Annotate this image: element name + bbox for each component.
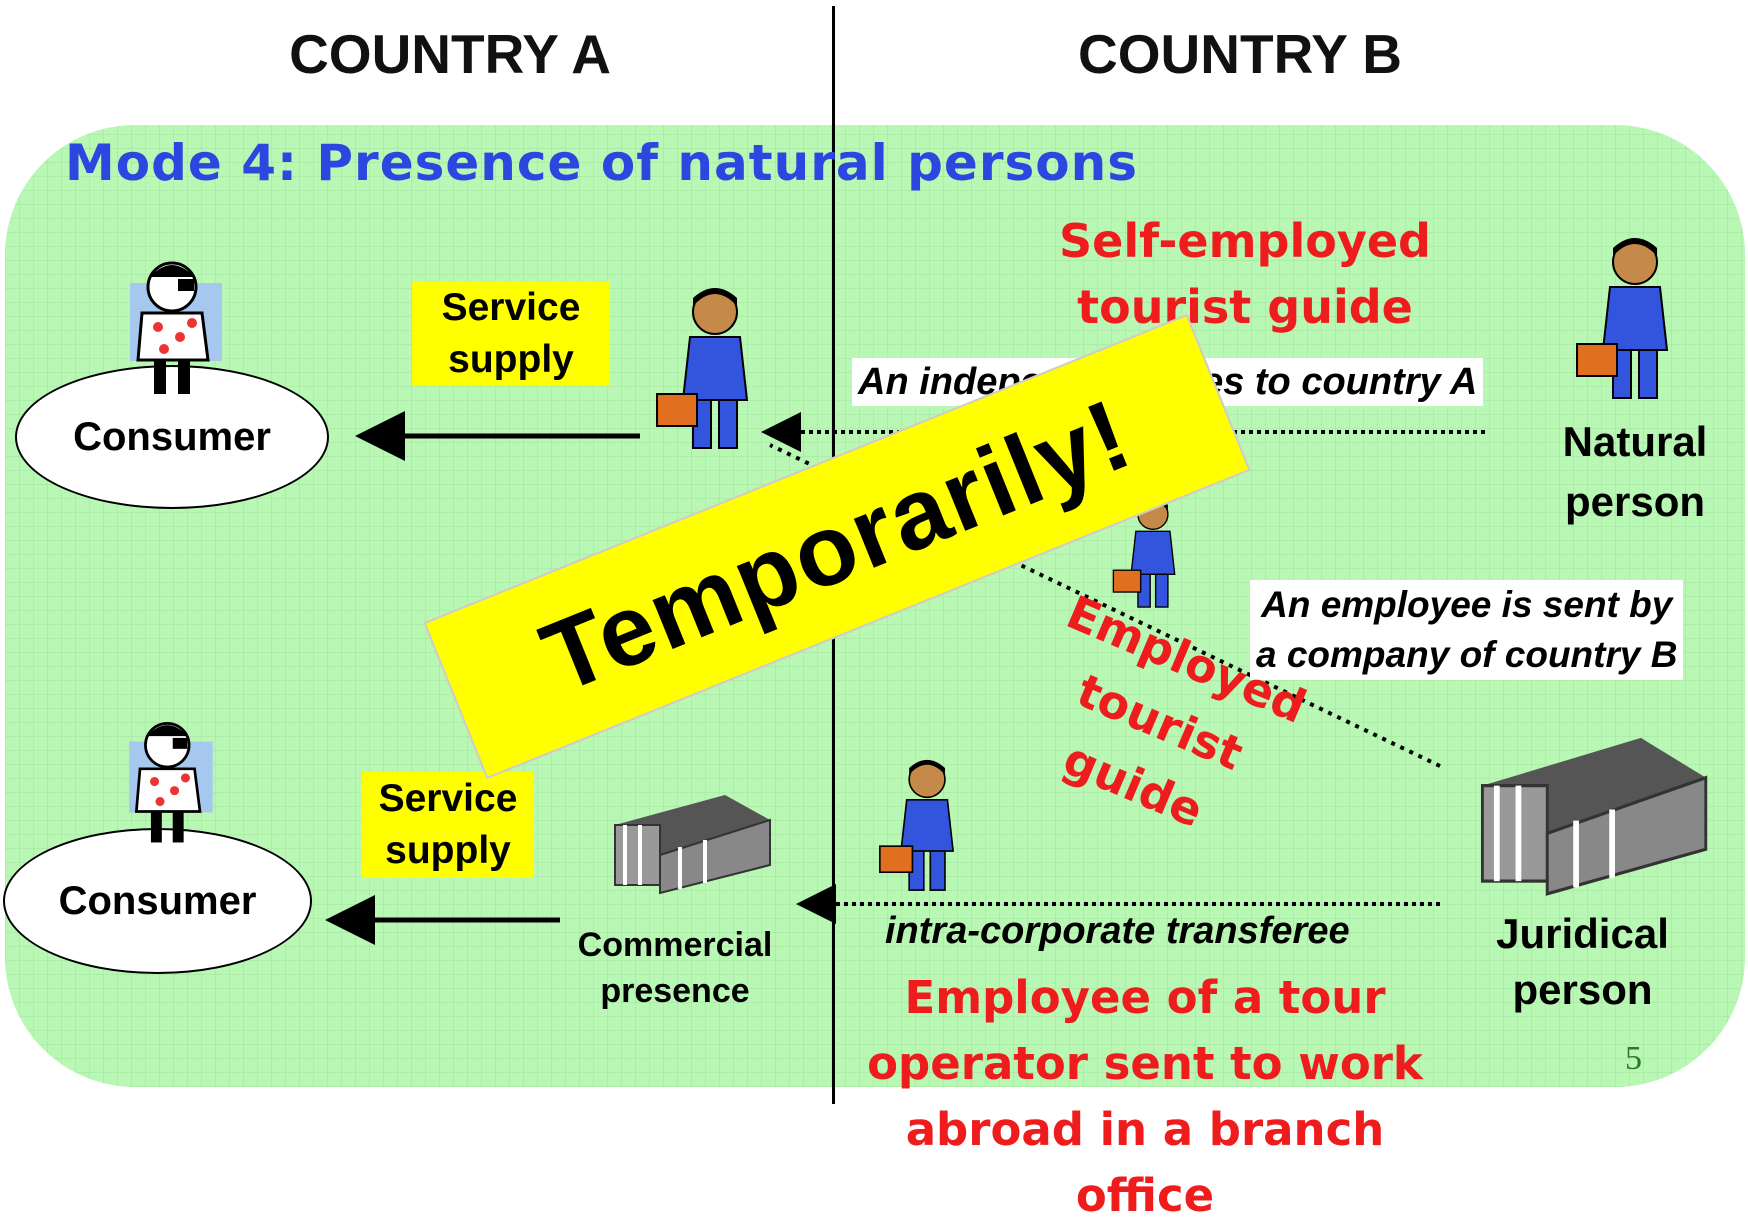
consumer-label-bottom: Consumer xyxy=(58,878,257,923)
self-employed-line2: tourist guide xyxy=(1077,280,1413,334)
natural-person-line1: Natural xyxy=(1562,418,1708,465)
mode-title: Mode 4: Presence of natural persons xyxy=(65,134,1138,192)
commercial-presence-line2: presence xyxy=(600,972,750,1010)
consumer-label-top: Consumer xyxy=(73,414,271,459)
employee-note: An employee is sent by a company of coun… xyxy=(1250,580,1684,680)
juridical-person-line2: person xyxy=(1512,966,1653,1013)
businessman-icon-top xyxy=(656,288,749,449)
service-supply-bottom-line1: Service xyxy=(378,777,518,820)
consumer-ellipse-bottom: Consumer xyxy=(3,828,312,974)
self-employed-label: Self-employed tourist guide xyxy=(1045,208,1445,340)
country-a-heading: COUNTRY A xyxy=(289,23,611,85)
commercial-presence-line1: Commercial xyxy=(577,926,773,964)
employee-dotted-line xyxy=(769,443,1441,768)
employee-of-tour-line2: operator sent to work xyxy=(867,1037,1423,1090)
employee-of-tour-line1: Employee of a tour xyxy=(904,971,1386,1024)
service-supply-line1: Service xyxy=(441,286,581,329)
employee-of-tour-line3: abroad in a branch office xyxy=(905,1103,1385,1222)
commercial-building-icon xyxy=(614,795,771,895)
service-supply-box-bottom: Service supply xyxy=(362,772,534,878)
juridical-person-line1: Juridical xyxy=(1496,910,1669,957)
employee-note-line1: An employee is sent by xyxy=(1261,584,1673,625)
juridical-person-label: Juridical person xyxy=(1470,906,1695,1018)
transferee-note: intra-corporate transferee xyxy=(885,910,1350,952)
commercial-presence-label: Commercial presence xyxy=(560,922,790,1014)
tourist-icon-top xyxy=(130,261,222,394)
country-b-heading: COUNTRY B xyxy=(1078,23,1402,85)
page-number: 5 xyxy=(1625,1040,1642,1077)
employee-note-line2: a company of country B xyxy=(1256,634,1678,675)
service-supply-line2: supply xyxy=(448,338,574,381)
juridical-building-icon xyxy=(1480,737,1708,896)
transferee-icon xyxy=(879,759,955,891)
service-supply-box-top: Service supply xyxy=(412,282,610,386)
natural-person-line2: person xyxy=(1564,478,1706,525)
natural-person-icon xyxy=(1576,238,1669,399)
consumer-ellipse-top: Consumer xyxy=(15,365,329,509)
employee-of-tour-label: Employee of a tour operator sent to work… xyxy=(830,965,1460,1229)
employed-guide-icon xyxy=(1112,497,1176,608)
service-supply-bottom-line2: supply xyxy=(385,829,511,872)
self-employed-line1: Self-employed xyxy=(1059,214,1431,268)
natural-person-label: Natural person xyxy=(1540,412,1730,532)
tourist-icon-bottom xyxy=(129,722,213,843)
